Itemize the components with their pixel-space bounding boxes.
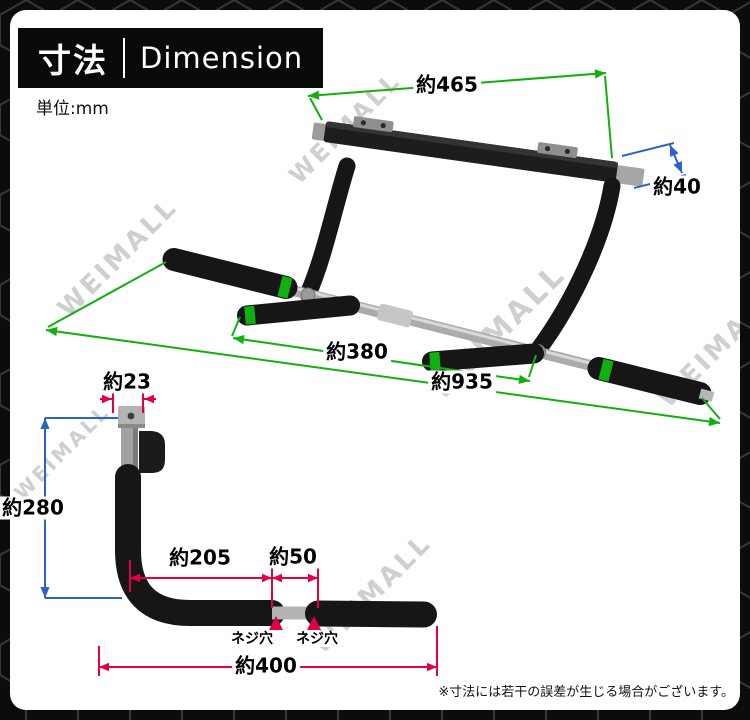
left-curved-arm <box>299 157 356 303</box>
screw-hole-pointer-left <box>269 616 283 630</box>
dim-label-total-height: 約280 <box>0 496 67 520</box>
dim-label-inner-grip-span: 約380 <box>323 340 391 364</box>
door-hook <box>139 431 165 473</box>
screw-hole-pointer-right <box>307 616 321 630</box>
title-japanese: 寸法 <box>38 41 108 80</box>
screw-hole-label-left: ネジ穴 <box>230 630 274 648</box>
screw-hole-label-right: ネジ穴 <box>295 630 339 648</box>
dim-label-hook-width: 約23 <box>100 370 154 394</box>
dim-label-screw-hole-gap: 約50 <box>266 545 320 569</box>
unit-label: 単位:mm <box>36 99 109 119</box>
dim-label-total-depth: 約400 <box>232 654 300 678</box>
right-curved-arm <box>529 177 621 359</box>
disclaimer-note: ※寸法には若干の誤差が生じる場合がございます。 <box>438 685 734 700</box>
dim-label-total-width: 約935 <box>428 370 496 394</box>
dim-label-mount-width: 約465 <box>413 73 481 97</box>
title-divider <box>123 38 125 78</box>
dim-label-grip-section-length: 約205 <box>166 546 234 570</box>
top-mount-bar <box>311 116 645 187</box>
title-english: Dimension <box>140 41 304 75</box>
title-block: 寸法 Dimension <box>18 28 324 88</box>
dim-label-bar-height: 約40 <box>650 175 704 199</box>
